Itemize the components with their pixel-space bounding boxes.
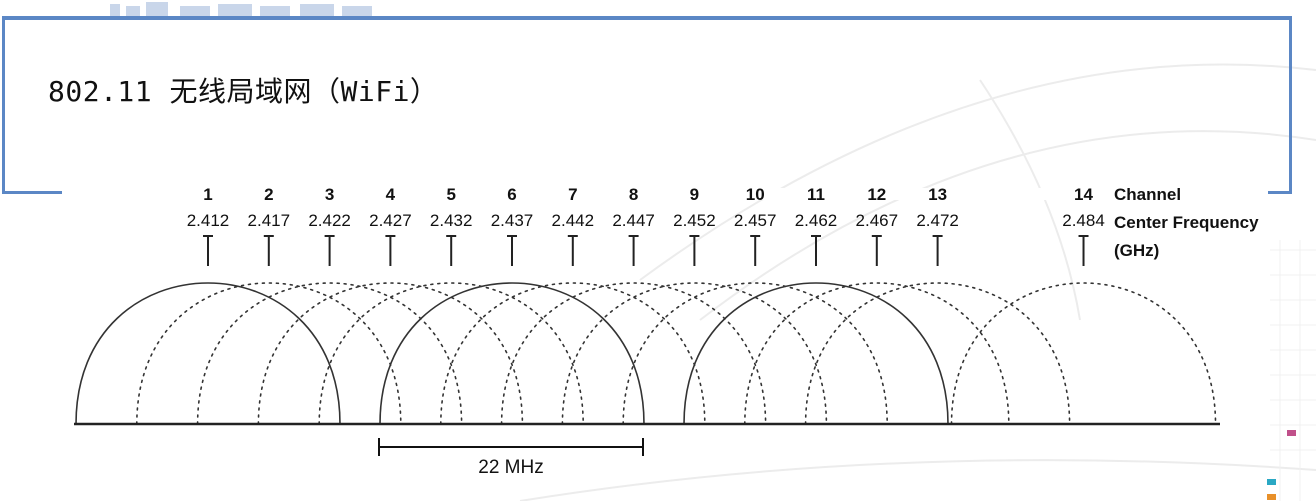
channel-frequency: 2.442 (552, 211, 595, 230)
channel-13-arc (804, 282, 1071, 425)
side-mark-pink (1287, 430, 1296, 436)
channel-10-arc (622, 282, 888, 425)
channel-number: 6 (507, 185, 516, 204)
channel-9-arc (561, 282, 828, 425)
channel-frequency: 2.447 (612, 211, 655, 230)
channel-ticks (203, 235, 1089, 266)
channel-number: 1 (203, 185, 212, 204)
channel-number: 9 (690, 185, 699, 204)
channel-14-arc (950, 282, 1217, 425)
channel-number: 8 (629, 185, 638, 204)
channel-11-tick (811, 235, 821, 266)
channel-number: 11 (807, 185, 825, 204)
channel-14-tick (1078, 235, 1089, 266)
channel-number: 14 (1074, 185, 1093, 204)
channel-frequency: 2.412 (187, 211, 230, 230)
channel-10-tick (750, 235, 761, 266)
slide-title: 802.11 无线局域网（WiFi） (48, 75, 439, 108)
channel-width-bracket (378, 438, 644, 456)
channel-frequency: 2.417 (248, 211, 291, 230)
channel-frequency: 2.462 (795, 211, 838, 230)
channel-number: 3 (325, 185, 334, 204)
channel-frequency: 2.457 (734, 211, 777, 230)
channel-frequency: 2.432 (430, 211, 473, 230)
channel-12-tick (871, 235, 882, 266)
channel-number: 5 (446, 185, 455, 204)
channel-4-arc (257, 282, 524, 425)
channel-labels: 1 2.412 2 2.417 3 2.422 4 2.427 5 2.432 6 2.437 7 2.4… (187, 185, 1105, 230)
channel-number: 7 (568, 185, 577, 204)
channel-frequency: 2.484 (1062, 211, 1105, 230)
channel-number: 13 (928, 185, 947, 204)
channel-frequency: 2.427 (369, 211, 412, 230)
legend-channel-label: Channel (1114, 185, 1181, 204)
channel-11-arc (683, 282, 949, 425)
legend-frequency-label: Center Frequency (1114, 213, 1259, 232)
frame-gap (62, 188, 1268, 200)
channel-9-tick (689, 235, 700, 266)
side-mark-orange (1267, 494, 1276, 500)
channel-2-arc (136, 282, 402, 425)
side-mark-teal (1267, 479, 1276, 485)
channel-5-tick (446, 235, 457, 266)
channel-1-arc (75, 282, 341, 425)
channel-frequency: 2.472 (916, 211, 959, 230)
channel-width-label: 22 MHz (478, 457, 543, 478)
channel-number: 2 (264, 185, 273, 204)
channel-6-arc (379, 282, 645, 425)
channel-8-tick (628, 235, 639, 266)
channel-4-tick (385, 235, 396, 266)
channel-7-tick (567, 235, 578, 266)
channel-frequency: 2.452 (673, 211, 716, 230)
channel-1-tick (203, 235, 213, 266)
channel-frequency: 2.467 (856, 211, 899, 230)
channel-number: 12 (867, 185, 886, 204)
channel-frequency: 2.437 (491, 211, 534, 230)
channel-3-arc (196, 282, 463, 425)
channel-13-tick (932, 235, 943, 266)
channel-6-tick (507, 235, 517, 266)
channel-7-arc (440, 282, 706, 425)
legend-unit-label: (GHz) (1114, 241, 1159, 260)
top-cropped-heading-remnant (110, 2, 372, 16)
channel-number: 4 (386, 185, 396, 204)
channel-12-arc (744, 282, 1010, 425)
channel-5-arc (318, 282, 584, 425)
channel-arcs (75, 282, 1217, 425)
channel-frequency: 2.422 (308, 211, 351, 230)
channel-8-arc (500, 282, 767, 425)
channel-3-tick (324, 235, 335, 266)
channel-2-tick (263, 235, 274, 266)
channel-number: 10 (746, 185, 765, 204)
